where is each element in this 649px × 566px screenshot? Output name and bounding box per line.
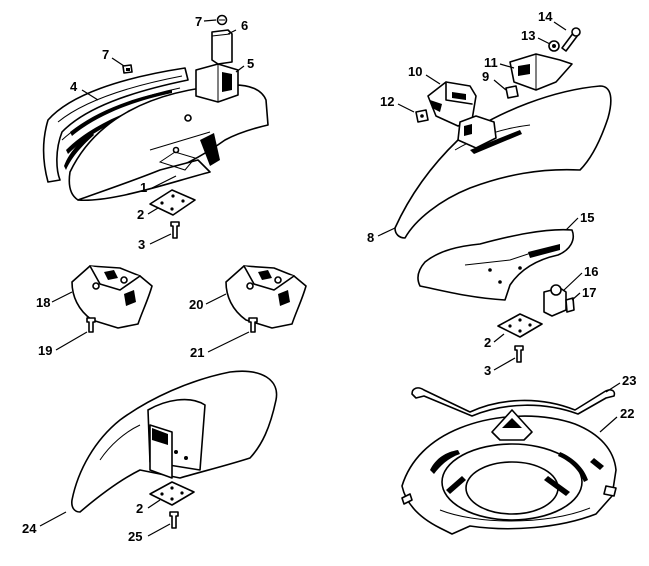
callout-14: 14 <box>538 9 553 24</box>
part-2-plate-right <box>497 313 543 338</box>
deflector-assembly-top-right <box>394 27 612 363</box>
callout-11: 11 <box>484 55 498 70</box>
leader-lines <box>39 19 621 537</box>
callout-3-left: 3 <box>138 237 145 252</box>
part-23-wire-spring <box>411 387 616 417</box>
deflector-assembly-top-left <box>42 14 269 239</box>
part-7-screw-top <box>216 14 228 26</box>
part-4-guard-strip <box>42 67 189 183</box>
callout-10: 10 <box>408 64 422 79</box>
part-17-screw <box>565 297 575 313</box>
part-24-deflector <box>71 370 278 513</box>
callout-labels: 7 6 7 5 4 1 2 3 14 13 10 11 9 12 8 15 16… <box>22 9 636 544</box>
part-25-screw <box>169 511 179 529</box>
housing-18 <box>71 265 153 329</box>
callout-3-right: 3 <box>484 363 491 378</box>
callout-20: 20 <box>189 297 203 312</box>
part-15-lower-deflector <box>417 228 574 301</box>
callout-7-top: 7 <box>195 14 202 29</box>
part-9-nut <box>505 85 519 99</box>
part-3-screw-right <box>514 345 524 363</box>
part-11-bracket <box>509 53 573 91</box>
callout-4: 4 <box>70 79 78 94</box>
part-14-bolt <box>561 27 581 52</box>
part-2-plate-left <box>149 189 196 216</box>
callout-21: 21 <box>190 345 204 360</box>
callout-1: 1 <box>140 180 147 195</box>
callout-25: 25 <box>128 529 142 544</box>
callout-5: 5 <box>247 56 254 71</box>
callout-22: 22 <box>620 406 634 421</box>
part-6-clamp <box>211 29 233 65</box>
part-7-screw-left <box>122 64 133 74</box>
callout-8: 8 <box>367 230 374 245</box>
callout-13: 13 <box>521 28 535 43</box>
callout-19: 19 <box>38 343 52 358</box>
part-13-washer <box>548 40 560 52</box>
callout-2-bottom: 2 <box>136 501 143 516</box>
callout-15: 15 <box>580 210 594 225</box>
callout-17: 17 <box>582 285 596 300</box>
housing-20 <box>225 265 307 329</box>
part-3-screw-left <box>170 221 180 239</box>
callout-16: 16 <box>584 264 598 279</box>
callout-6: 6 <box>241 18 248 33</box>
callout-12: 12 <box>380 94 394 109</box>
part-22-cutting-head-housing <box>401 409 617 535</box>
callout-18: 18 <box>36 295 50 310</box>
part-8-deflector <box>394 85 612 239</box>
callout-24: 24 <box>22 521 37 536</box>
part-2-plate-bottom <box>149 481 195 506</box>
callout-2-right: 2 <box>484 335 491 350</box>
callout-2-left: 2 <box>137 207 144 222</box>
callout-9: 9 <box>482 69 489 84</box>
part-10-housing <box>427 81 477 127</box>
callout-23: 23 <box>622 373 636 388</box>
part-19-screw <box>86 317 96 333</box>
callout-7-left: 7 <box>102 47 109 62</box>
part-21-screw <box>248 317 258 333</box>
